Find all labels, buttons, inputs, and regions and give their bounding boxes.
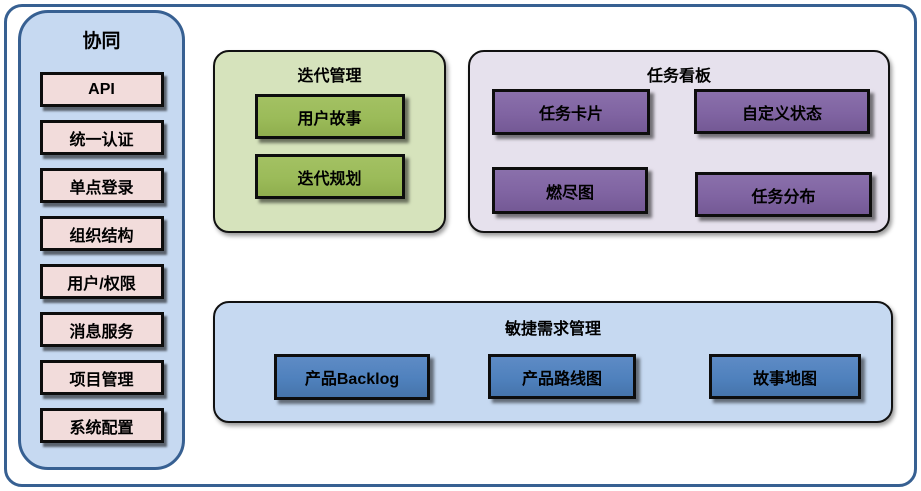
sidebar-item-sso: 单点登录 xyxy=(39,168,164,203)
panel-iteration-management: 迭代管理 用户故事 迭代规划 xyxy=(213,50,446,233)
panel-task-board: 任务看板 任务卡片 自定义状态 燃尽图 任务分布 xyxy=(468,50,890,233)
box-task-distribution: 任务分布 xyxy=(695,172,872,217)
sidebar-items: API 统一认证 单点登录 组织结构 用户/权限 消息服务 项目管理 系统配置 xyxy=(21,72,182,443)
sidebar-item-message-service: 消息服务 xyxy=(39,312,164,347)
sidebar-collaboration: 协同 API 统一认证 单点登录 组织结构 用户/权限 消息服务 项目管理 系统… xyxy=(18,10,185,470)
sidebar-item-user-permissions: 用户/权限 xyxy=(39,264,164,299)
panel-agile-requirements-title: 敏捷需求管理 xyxy=(504,321,601,338)
panel-iteration-items: 用户故事 迭代规划 xyxy=(215,94,444,199)
panel-iteration-title: 迭代管理 xyxy=(297,68,362,85)
sidebar-item-project-management: 项目管理 xyxy=(39,360,164,395)
box-story-map: 故事地图 xyxy=(709,354,861,399)
panel-task-board-title: 任务看板 xyxy=(646,68,711,85)
sidebar-item-unified-auth: 统一认证 xyxy=(39,120,164,155)
sidebar-title: 协同 xyxy=(82,31,121,52)
box-iteration-planning: 迭代规划 xyxy=(254,154,405,199)
box-burndown-chart: 燃尽图 xyxy=(492,167,648,214)
sidebar-item-system-config: 系统配置 xyxy=(39,408,164,443)
panel-agile-requirements: 敏捷需求管理 产品Backlog 产品路线图 故事地图 xyxy=(213,301,893,423)
sidebar-item-org-structure: 组织结构 xyxy=(39,216,164,251)
sidebar-item-api: API xyxy=(39,72,164,107)
box-custom-status: 自定义状态 xyxy=(694,89,870,134)
box-task-card: 任务卡片 xyxy=(492,89,650,135)
box-user-story: 用户故事 xyxy=(254,94,405,139)
outer-frame xyxy=(4,4,917,487)
box-product-backlog: 产品Backlog xyxy=(274,354,430,400)
box-product-roadmap: 产品路线图 xyxy=(488,354,636,399)
